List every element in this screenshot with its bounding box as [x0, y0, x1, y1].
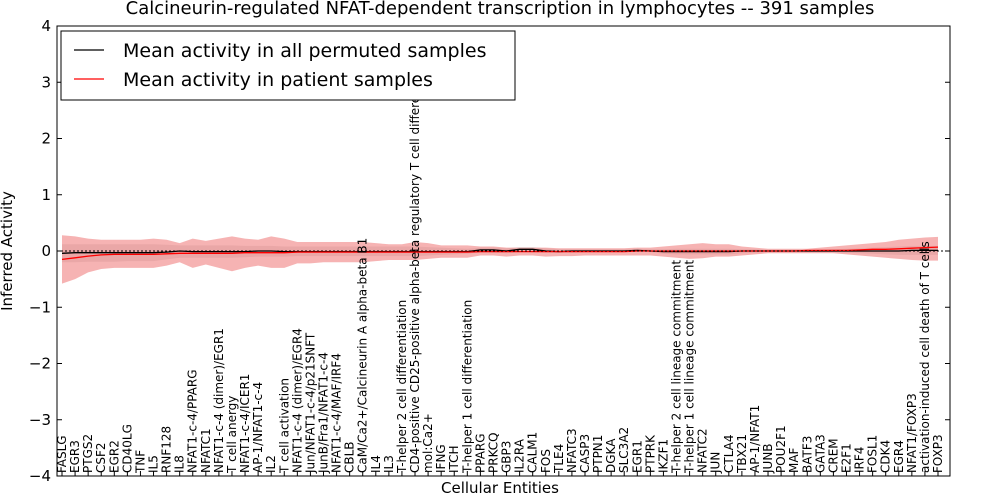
- x-tick-label: FASLG: [55, 435, 69, 473]
- x-tick-label: GBP3: [500, 441, 514, 473]
- x-tick-label: T cell anergy: [225, 396, 239, 474]
- y-axis: −4 −3 −2 −1 0 1 2 3 4: [29, 17, 950, 485]
- x-tick-label: EGR1: [630, 440, 644, 473]
- legend: Mean activity in all permuted samples Me…: [60, 30, 516, 101]
- y-tick-label: 0: [41, 242, 51, 260]
- x-tick-label: CASP3: [578, 434, 592, 473]
- x-tick-label: IL2RA: [513, 438, 527, 473]
- y-tick-label: 1: [41, 186, 51, 204]
- x-tick-label: IL5: [147, 455, 161, 473]
- legend-box: [60, 30, 516, 101]
- x-tick-label: AP-1/NFAT1-c-4: [251, 382, 265, 473]
- x-tick-label: NFATC2: [696, 428, 710, 473]
- x-tick-label: RNF128: [160, 426, 174, 473]
- y-tick-label: 3: [41, 73, 51, 91]
- y-tick-label: 4: [41, 17, 51, 35]
- x-tick-label: activation-induced cell death of T cells: [918, 241, 932, 473]
- x-tick-label: NFAT1-c-4 (dimer)/EGR1: [212, 328, 226, 473]
- x-tick-label: E2F1: [840, 443, 854, 473]
- x-tick-label: SLC3A2: [617, 427, 631, 473]
- x-tick-label: T cell activation: [277, 378, 291, 474]
- x-tick-label: NFAT1-c-4/MAF/IRF4: [330, 353, 344, 473]
- x-tick-label: NFAT1/FOXP3: [905, 393, 919, 473]
- x-tick-label: TLE4: [552, 444, 566, 474]
- x-tick-label: PTGS2: [81, 434, 95, 473]
- legend-entry-permuted: Mean activity in all permuted samples: [123, 40, 486, 62]
- x-tick-label: CALM1: [526, 432, 540, 473]
- series-band-1: [62, 235, 938, 284]
- x-tick-label: CREM: [826, 438, 840, 473]
- x-tick-label: mol:Ca2+: [421, 413, 435, 473]
- plot-area: [57, 235, 950, 284]
- x-tick-label: PPARG: [473, 433, 487, 473]
- x-tick-label: CD4-positive CD25-positive alpha-beta re…: [408, 50, 422, 473]
- y-tick-label: −3: [29, 411, 51, 429]
- x-tick-label: Jun/NFAT1-c-4/p21SNFT: [303, 332, 317, 474]
- x-tick-label: JUN: [709, 452, 723, 474]
- x-tick-label: POU2F1: [774, 425, 788, 473]
- x-tick-label: IL4: [369, 455, 383, 473]
- x-tick-label: EGR3: [68, 440, 82, 473]
- x-tick-label: MAF: [787, 447, 801, 473]
- x-tick-label: JUNB: [761, 443, 775, 474]
- x-tick-label: CBLB: [343, 441, 357, 473]
- x-tick-label: T-helper 1 cell lineage commitment: [683, 260, 697, 474]
- x-tick-label: T-helper 1 cell differentiation: [460, 300, 474, 474]
- legend-entry-patient: Mean activity in patient samples: [123, 69, 433, 91]
- x-tick-label: FOXP3: [931, 434, 945, 473]
- x-tick-label: JunB/Fra1/NFAT1-c-4: [317, 352, 331, 474]
- x-tick-label: CSF2: [94, 442, 108, 473]
- x-tick-label: IKZF1: [656, 439, 670, 473]
- series-line-1: [61, 246, 939, 261]
- x-tick-label: FOS: [539, 449, 553, 473]
- x-tick-label: NFAT1-c-4/PPARG: [186, 369, 200, 473]
- chart-title: Calcineurin-regulated NFAT-dependent tra…: [126, 0, 875, 19]
- x-tick-label: PRKCQ: [487, 432, 501, 473]
- x-tick-label: AP-1/NFAT1: [748, 405, 762, 473]
- x-tick-label: EGR4: [892, 440, 906, 473]
- y-tick-label: −2: [29, 355, 51, 373]
- x-tick-label: DGKA: [604, 438, 618, 473]
- x-tick-label: IL3: [382, 455, 396, 473]
- y-tick-label: −4: [29, 467, 51, 485]
- x-tick-label: CDK4: [879, 440, 893, 473]
- x-tick-label: TBX21: [735, 434, 749, 474]
- x-tick-label: NFATC1: [199, 428, 213, 473]
- x-tick-label: CD40LG: [120, 424, 134, 473]
- x-axis-label: Cellular Entities: [441, 479, 559, 497]
- x-tick-label: IL2: [264, 455, 278, 473]
- y-tick-label: 2: [41, 130, 51, 148]
- x-tick-label: T-helper 2 cell differentiation: [395, 300, 409, 474]
- x-tick-label: CaM/Ca2+/Calcineurin A alpha-beta B1: [356, 238, 370, 473]
- x-tick-label: IFNG: [434, 444, 448, 473]
- x-tick-label: NFATC3: [565, 428, 579, 473]
- x-tick-label: FOSL1: [866, 435, 880, 473]
- x-tick-label: GATA3: [813, 434, 827, 473]
- x-tick-label: PTPN1: [591, 435, 605, 473]
- y-tick-label: −1: [29, 298, 51, 316]
- x-tick-label: BATF3: [800, 436, 814, 473]
- y-axis-label: Inferred Activity: [0, 191, 16, 311]
- x-tick-label: TNF: [133, 450, 147, 474]
- x-tick-label: IRF4: [853, 447, 867, 473]
- x-tick-label: NFAT1-c-4 (dimer)/EGR4: [290, 328, 304, 473]
- x-tick-label: NFAT1-c-4/ICER1: [238, 374, 252, 473]
- x-tick-label: PTPRK: [643, 434, 657, 473]
- x-tick-label: T-helper 2 cell lineage commitment: [670, 260, 684, 474]
- x-tick-label: IL8: [173, 455, 187, 473]
- x-tick-label: EGR2: [107, 440, 121, 473]
- x-tick-label: ITCH: [447, 445, 461, 473]
- x-tick-label: CTLA4: [722, 434, 736, 473]
